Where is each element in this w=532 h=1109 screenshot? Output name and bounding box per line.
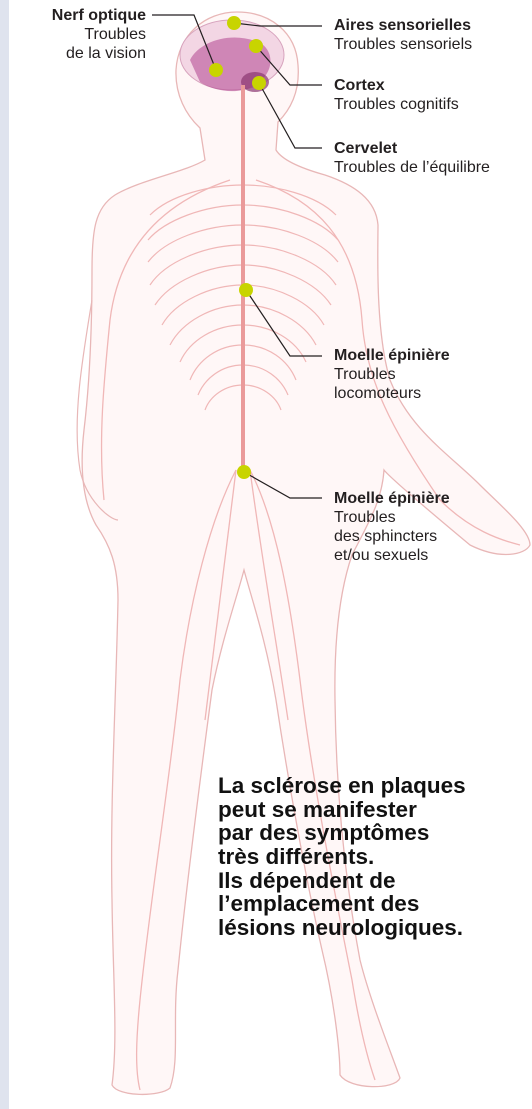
label-subtitle: Troubles sensoriels	[334, 36, 472, 55]
caption-line: La sclérose en plaques	[218, 774, 518, 798]
label-subtitle: Troubles cognitifs	[334, 96, 459, 115]
label-subtitle: Troubles de l’équilibre	[334, 159, 490, 178]
label-title: Cervelet	[334, 140, 490, 159]
label-line: Troubles	[334, 366, 450, 385]
marker-moelle-1	[239, 283, 253, 297]
label-moelle-2: Moelle épinière Troubles des sphincters …	[334, 490, 450, 566]
caption: La sclérose en plaques peut se manifeste…	[218, 774, 518, 939]
label-title: Moelle épinière	[334, 490, 450, 509]
label-title: Cortex	[334, 77, 459, 96]
label-subtitle: Troubles des sphincters et/ou sexuels	[334, 509, 450, 566]
label-aires-sensorielles: Aires sensorielles Troubles sensoriels	[334, 17, 472, 55]
label-line: et/ou sexuels	[334, 547, 450, 566]
marker-moelle-2	[237, 465, 251, 479]
caption-line: lésions neurologiques.	[218, 916, 518, 940]
label-subtitle: Troubles de la vision	[0, 26, 146, 64]
label-line: Troubles cognitifs	[334, 96, 459, 115]
marker-nerf-optique	[209, 63, 223, 77]
label-line: des sphincters	[334, 528, 450, 547]
caption-line: Ils dépendent de	[218, 869, 518, 893]
label-line: locomoteurs	[334, 385, 450, 404]
label-title: Aires sensorielles	[334, 17, 472, 36]
label-nerf-optique: Nerf optique Troubles de la vision	[0, 7, 146, 64]
label-line: Troubles sensoriels	[334, 36, 472, 55]
marker-cortex	[249, 39, 263, 53]
caption-line: peut se manifester	[218, 798, 518, 822]
label-line: de la vision	[0, 45, 146, 64]
label-cervelet: Cervelet Troubles de l’équilibre	[334, 140, 490, 178]
label-cortex: Cortex Troubles cognitifs	[334, 77, 459, 115]
label-line: Troubles	[334, 509, 450, 528]
label-subtitle: Troubles locomoteurs	[334, 366, 450, 404]
marker-aires-sensorielles	[227, 16, 241, 30]
label-line: Troubles de l’équilibre	[334, 159, 490, 178]
label-line: Troubles	[0, 26, 146, 45]
caption-line: par des symptômes	[218, 821, 518, 845]
label-moelle-1: Moelle épinière Troubles locomoteurs	[334, 347, 450, 404]
label-title: Nerf optique	[0, 7, 146, 26]
label-title: Moelle épinière	[334, 347, 450, 366]
caption-line: l’emplacement des	[218, 892, 518, 916]
marker-cervelet	[252, 76, 266, 90]
caption-line: très différents.	[218, 845, 518, 869]
